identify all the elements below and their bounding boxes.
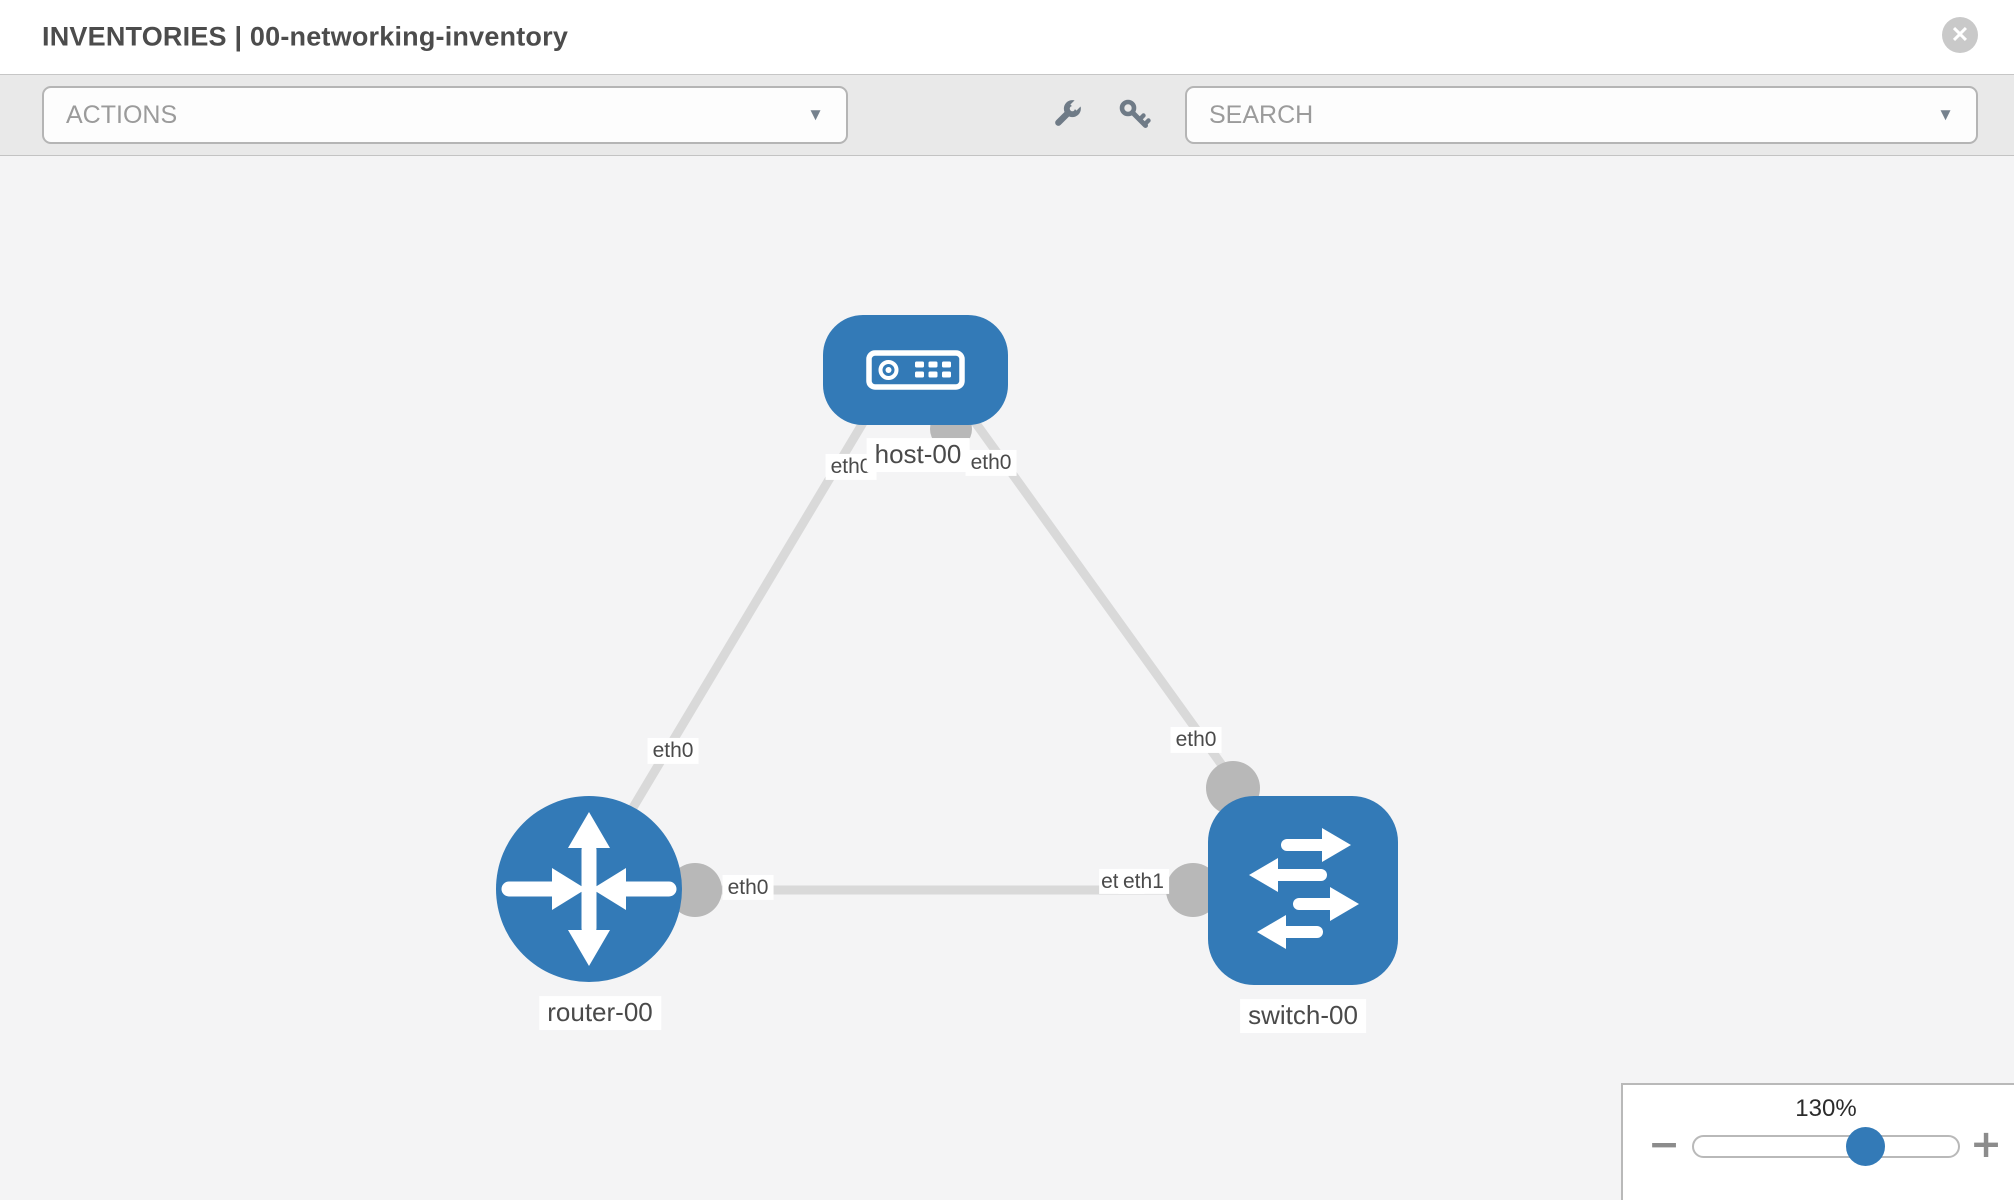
switch-icon [1249,828,1359,949]
page-title: INVENTORIES | 00-networking-inventory [42,21,569,52]
chevron-down-icon: ▼ [807,105,824,124]
connector-switch-left[interactable] [1166,863,1220,917]
interface-label: eth0 [722,874,774,900]
interface-label: eth0 [965,449,1017,477]
close-icon: ✕ [1950,22,1970,47]
search-dropdown[interactable]: SEARCH ▼ [1185,86,1978,144]
zoom-slider-track[interactable] [1692,1135,1960,1158]
key-button[interactable] [1111,91,1159,139]
zoom-out-button[interactable]: − [1648,1122,1680,1166]
key-icon [1119,99,1151,128]
configure-button[interactable] [1042,91,1090,139]
router-icon [501,812,677,966]
zoom-panel: 130% − + [1621,1083,2014,1200]
wrench-icon [1055,97,1084,126]
node-router-00[interactable] [496,796,682,982]
link-host-router[interactable] [606,408,874,849]
page-header: INVENTORIES | 00-networking-inventory ✕ [0,0,2014,74]
server-icon [878,360,899,380]
search-placeholder: SEARCH [1209,100,1314,129]
node-switch-00[interactable] [1208,796,1398,985]
actions-dropdown-label: ACTIONS [66,100,178,129]
connector-router-right[interactable] [668,863,722,917]
node-label-switch: switch-00 [1240,999,1366,1033]
interface-label-text: eth0 [722,874,774,900]
chevron-down-icon: ▼ [1937,105,1954,124]
node-label-host: host-00 [866,438,970,472]
interface-label-front: eth1 [1118,868,1169,894]
node-label-router: router-00 [539,996,661,1030]
close-button[interactable]: ✕ [1942,17,1978,53]
zoom-in-button[interactable]: + [1970,1122,2002,1166]
interface-label: eth0 [647,737,699,765]
node-host-00[interactable] [823,315,1008,425]
zoom-level-value: 130% [1795,1095,1857,1122]
topology-canvas[interactable] [0,156,2014,1200]
interface-label: eth0 [1170,726,1222,754]
actions-dropdown[interactable]: ACTIONS ▼ [42,86,848,144]
zoom-slider-knob[interactable] [1846,1127,1885,1166]
toolbar: ACTIONS ▼ SEARCH ▼ [0,74,2014,156]
